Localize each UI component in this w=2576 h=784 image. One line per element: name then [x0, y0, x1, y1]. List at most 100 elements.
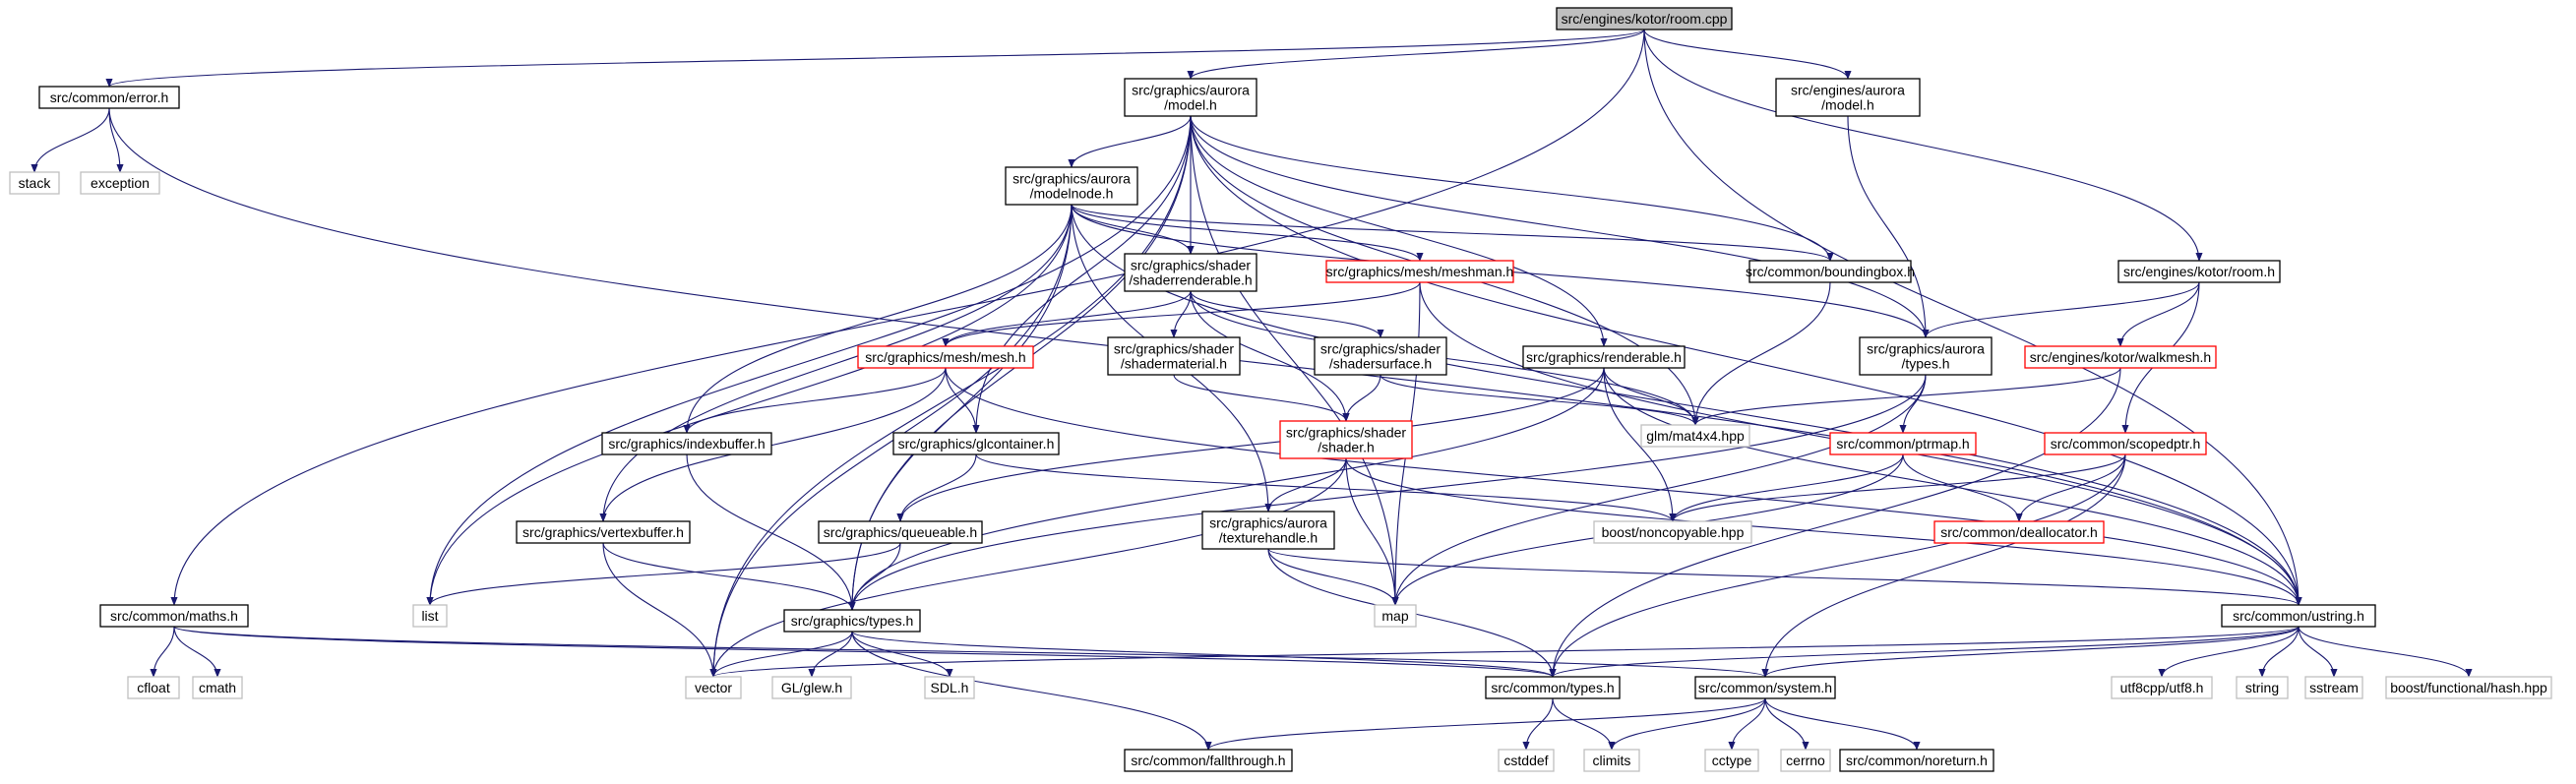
- edge-common-types-h-to-climits: [1552, 697, 1616, 751]
- node-box: [99, 604, 249, 628]
- graph-node-aurora-model-h[interactable]: src/graphics/aurora/model.h: [1124, 78, 1257, 117]
- graph-node-glm-mat4x4: glm/mat4x4.hpp: [1640, 424, 1750, 448]
- edge-path: [2258, 626, 2300, 678]
- graph-node-shadersurface-h[interactable]: src/graphics/shader/shadersurface.h: [1314, 336, 1447, 376]
- node-label: src/engines/kotor/room.h: [2123, 264, 2275, 279]
- graph-node-modelnode-h[interactable]: src/graphics/aurora/modelnode.h: [1005, 166, 1138, 206]
- edge-path: [1549, 453, 2126, 678]
- node-label: /types.h: [1901, 356, 1949, 372]
- node-label: src/common/boundingbox.h: [1746, 264, 1915, 279]
- graph-node-aurora-types-h[interactable]: src/graphics/aurora/types.h: [1859, 336, 1993, 376]
- edge-aurora-model-h-to-aurora-types-h: [1190, 115, 1930, 338]
- edge-path: [709, 631, 853, 678]
- edge-room-cpp-to-ustring-h: [1643, 29, 2302, 606]
- graph-node-system-h[interactable]: src/common/system.h: [1694, 676, 1836, 699]
- graph-node-boundingbox-h[interactable]: src/common/boundingbox.h: [1746, 260, 1915, 283]
- edge-path: [1691, 281, 1831, 426]
- edge-path: [599, 204, 1073, 522]
- graph-node-texturehandle-h[interactable]: src/graphics/aurora/texturehandle.h: [1201, 511, 1335, 550]
- node-label: SDL.h: [931, 680, 969, 695]
- graph-node-indexbuffer-h[interactable]: src/graphics/indexbuffer.h: [601, 432, 772, 455]
- graph-node-glcontainer-h[interactable]: src/graphics/glcontainer.h: [892, 432, 1060, 455]
- node-label: src/common/fallthrough.h: [1131, 753, 1285, 768]
- graph-node-deallocator-h[interactable]: src/common/deallocator.h: [1933, 520, 2105, 544]
- node-box: [1583, 749, 1640, 772]
- edge-path: [683, 204, 1073, 434]
- node-box: [38, 86, 180, 109]
- node-label: src/graphics/shader: [1286, 425, 1407, 441]
- node-box: [1124, 78, 1257, 117]
- graph-node-noreturn-h[interactable]: src/common/noreturn.h: [1839, 749, 1994, 772]
- node-label: src/graphics/aurora: [1867, 341, 1985, 357]
- graph-node-vertexbuffer-h[interactable]: src/graphics/vertexbuffer.h: [516, 520, 691, 544]
- graph-node-shaderrenderable-h[interactable]: src/graphics/shader/shaderrenderable.h: [1124, 253, 1257, 292]
- edge-mesh-h-to-ustring-h: [945, 367, 2302, 606]
- edge-renderable-h-to-boost-noncopyable: [1603, 367, 1677, 522]
- edge-modelnode-h-to-boundingbox-h: [1071, 204, 1834, 262]
- graph-node-cctype: cctype: [1704, 749, 1759, 772]
- edge-scopedptr-h-to-common-types-h: [1549, 453, 2126, 678]
- edge-path: [686, 453, 856, 611]
- edge-vertexbuffer-h-to-vector: [602, 542, 717, 678]
- node-label: src/graphics/aurora: [1012, 171, 1131, 187]
- edge-path: [1264, 457, 1347, 513]
- edge-shader-h-to-ustring-h: [1345, 457, 2302, 606]
- edge-ustring-h-to-sstream: [2298, 626, 2338, 678]
- node-label: vector: [695, 680, 732, 695]
- node-box: [516, 520, 691, 544]
- graph-node-kotor-room-h[interactable]: src/engines/kotor/room.h: [2117, 260, 2281, 283]
- edge-path: [1190, 115, 1399, 606]
- node-label: src/common/error.h: [50, 90, 169, 105]
- edge-mesh-h-to-vertexbuffer-h: [599, 367, 947, 522]
- edge-boundingbox-h-to-glm-mat4x4: [1691, 281, 1831, 426]
- edge-path: [426, 204, 1073, 606]
- edge-shadersurface-h-to-shader-h: [1342, 374, 1381, 422]
- edge-aurora-types-h-to-graphics-types-h: [848, 374, 1927, 611]
- node-box: [1325, 260, 1514, 283]
- edge-path: [1847, 115, 1930, 338]
- node-box: [1640, 424, 1750, 448]
- edge-path: [942, 290, 1192, 347]
- graph-node-walkmesh-h[interactable]: src/engines/kotor/walkmesh.h: [2024, 345, 2217, 369]
- graph-node-fallthrough-h[interactable]: src/common/fallthrough.h: [1124, 749, 1293, 772]
- graph-node-meshman-h[interactable]: src/graphics/mesh/meshman.h: [1325, 260, 1514, 283]
- graph-node-ustring-h[interactable]: src/common/ustring.h: [2221, 604, 2376, 628]
- edge-path: [1902, 453, 2023, 522]
- edge-room-cpp-to-kotor-room-h: [1643, 29, 2203, 262]
- graph-node-scopedptr-h[interactable]: src/common/scopedptr.h: [2044, 432, 2207, 455]
- edge-path: [173, 626, 221, 678]
- edge-renderable-h-to-queueable-h: [896, 367, 1605, 522]
- edge-graphics-types-h-to-sdl-h: [851, 631, 953, 678]
- edge-path: [602, 542, 856, 611]
- edge-path: [1187, 29, 1645, 80]
- edge-queueable-h-to-graphics-types-h: [848, 542, 901, 611]
- edge-path: [599, 367, 947, 522]
- graph-node-common-types-h[interactable]: src/common/types.h: [1485, 676, 1621, 699]
- edge-aurora-model-h-to-boundingbox-h: [1190, 115, 1834, 262]
- graph-node-mesh-h[interactable]: src/graphics/mesh/mesh.h: [857, 345, 1034, 369]
- edge-modelnode-h-to-meshman-h: [1071, 204, 1424, 262]
- node-label: src/graphics/shader: [1114, 341, 1235, 357]
- graph-node-room-cpp[interactable]: src/engines/kotor/room.cpp: [1556, 7, 1733, 30]
- edge-ustring-h-to-common-types-h: [1549, 626, 2300, 678]
- graph-node-shader-h[interactable]: src/graphics/shader/shader.h: [1279, 420, 1413, 459]
- graph-node-ptrmap-h[interactable]: src/common/ptrmap.h: [1829, 432, 1977, 455]
- graph-node-maths-h[interactable]: src/common/maths.h: [99, 604, 249, 628]
- graph-node-engines-aurora-model-h[interactable]: src/engines/aurora/model.h: [1775, 78, 1921, 117]
- edge-path: [851, 631, 1557, 678]
- graph-node-sdl-h: SDL.h: [924, 676, 975, 699]
- graph-node-graphics-types-h[interactable]: src/graphics/types.h: [783, 609, 921, 633]
- node-box: [2304, 676, 2363, 699]
- edge-path: [426, 542, 901, 606]
- graph-node-vector: vector: [685, 676, 742, 699]
- edge-room-cpp-to-engines-aurora-model-h: [1643, 29, 1852, 80]
- edge-path: [848, 367, 1605, 611]
- node-box: [685, 676, 742, 699]
- graph-node-error-h[interactable]: src/common/error.h: [38, 86, 180, 109]
- graph-node-cfloat: cfloat: [127, 676, 180, 699]
- edge-renderable-h-to-glm-mat4x4: [1603, 367, 1699, 426]
- graph-node-shadermaterial-h[interactable]: src/graphics/shader/shadermaterial.h: [1107, 336, 1241, 376]
- node-box: [1829, 432, 1977, 455]
- graph-node-queueable-h[interactable]: src/graphics/queueable.h: [818, 520, 983, 544]
- graph-node-renderable-h[interactable]: src/graphics/renderable.h: [1522, 345, 1686, 369]
